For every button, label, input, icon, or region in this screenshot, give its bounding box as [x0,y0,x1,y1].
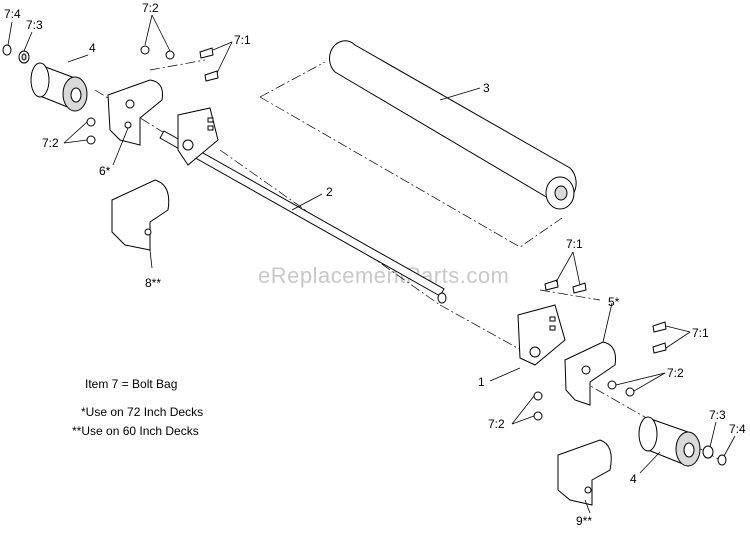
callout-7-3-right: 7:3 [709,408,726,422]
callout-7-2-left: 7:2 [42,136,59,150]
right-bracket [564,341,616,406]
callout-7-1-top: 7:1 [234,33,251,47]
watermark: eReplacementParts.com [258,263,509,288]
right-washers [702,445,727,466]
callout-7-1-mid: 7:1 [566,237,583,251]
left-shaft-bracket [177,107,219,166]
callout-7-3-left: 7:3 [26,18,43,32]
left-bracket [107,79,163,146]
left-roller-wheel [30,62,88,112]
callout-8: 8** [145,276,161,290]
callout-1: 1 [478,375,485,389]
callout-5: 5* [608,295,620,309]
callout-7-4-left: 7:4 [4,7,21,21]
callout-7-2-top: 7:2 [142,1,159,15]
callout-labels: 7:4 7:3 4 7:2 7:1 7:2 6* 3 2 8** 7:1 5* … [4,1,746,528]
right-shaft-bracket [517,304,566,366]
top-left-fasteners [140,45,219,82]
callout-2: 2 [326,185,333,199]
legend: Item 7 = Bolt Bag *Use on 72 Inch Decks … [72,377,203,438]
legend-60-inch: **Use on 60 Inch Decks [72,424,199,438]
legend-item7: Item 7 = Bolt Bag [85,377,177,391]
callout-4-right: 4 [630,472,637,486]
shaft [159,130,447,304]
legend-72-inch: *Use on 72 Inch Decks [81,405,203,419]
callout-7-4-right: 7:4 [729,422,746,436]
callout-3: 3 [483,81,490,95]
bracket-9 [557,439,612,506]
callout-7-1-right: 7:1 [692,326,709,340]
callout-7-2-lower: 7:2 [488,417,505,431]
roller-tube [329,40,577,210]
callout-7-2-right: 7:2 [667,366,684,380]
left-washers [2,44,30,64]
right-roller-wheel [638,416,701,467]
left-nuts [86,117,96,145]
leader-lines [7,14,736,514]
callout-4-left: 4 [89,41,96,55]
callout-6: 6* [99,164,111,178]
bracket-8 [111,179,170,251]
callout-9: 9** [576,514,592,528]
